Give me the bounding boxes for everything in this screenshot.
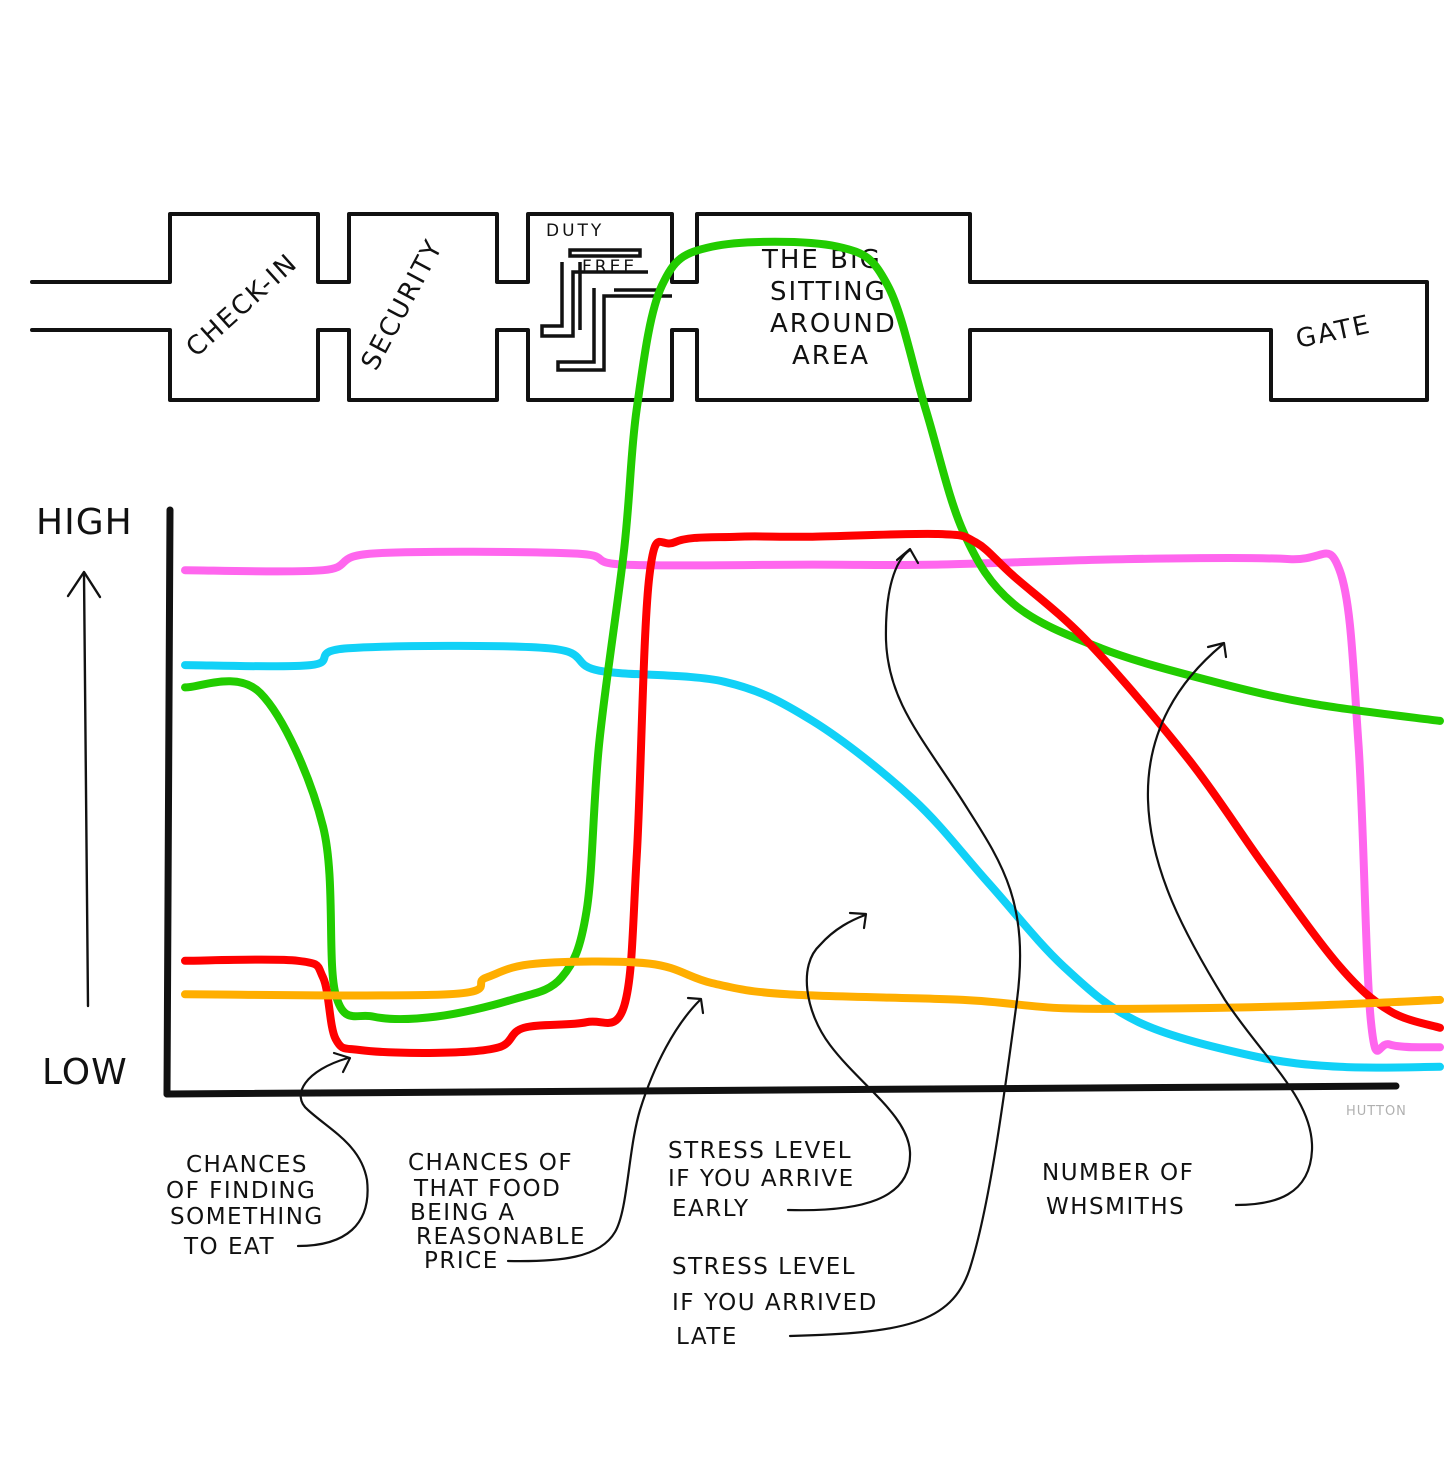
label-food-price-5: PRICE — [424, 1248, 499, 1274]
series-line-stress-level-if-you-arrive-early — [181, 237, 1444, 1024]
label-finding-food-3: SOMETHING — [170, 1204, 324, 1230]
label-stress-early-2: IF YOU ARRIVE — [668, 1166, 855, 1192]
annotation-labels: CHANCES OF FINDING SOMETHING TO EAT CHAN… — [166, 1104, 1407, 1350]
label-finding-food-2: OF FINDING — [166, 1178, 316, 1204]
gate-label: GATE — [1293, 310, 1374, 355]
label-food-price-1: CHANCES OF — [408, 1150, 573, 1176]
axes: HIGH LOW — [36, 502, 1400, 1098]
label-whsmiths-1: NUMBER OF — [1042, 1160, 1194, 1186]
series-line-number-of-whsmiths — [181, 547, 1444, 1055]
label-stress-late-3: LATE — [676, 1324, 738, 1350]
bigarea-label-line-3: AROUND — [770, 309, 897, 339]
y-axis-high-label: HIGH — [36, 502, 133, 543]
label-stress-early-1: STRESS LEVEL — [668, 1138, 852, 1164]
label-stress-early-3: EARLY — [672, 1196, 750, 1222]
label-finding-food-4: TO EAT — [183, 1234, 275, 1260]
label-food-price-4: REASONABLE — [416, 1224, 586, 1250]
signature: HUTTON — [1346, 1104, 1407, 1119]
arrowhead-stress-early — [848, 911, 868, 930]
arrowhead-stress-late — [895, 547, 920, 565]
label-stress-late-1: STRESS LEVEL — [672, 1254, 856, 1280]
y-axis-low-label: LOW — [42, 1052, 128, 1093]
y-direction-arrow-shaft — [82, 572, 90, 1008]
bigarea-label-line-4: AREA — [792, 341, 870, 371]
label-food-price-2: THAT FOOD — [413, 1176, 561, 1202]
arrowhead-food-price — [686, 996, 705, 1015]
security-label: SECURITY — [356, 234, 450, 375]
arrow-whsmiths — [1146, 643, 1314, 1207]
dutyfree-label-top: DUTY — [546, 221, 604, 241]
dutyfree-stair-walk-2 — [578, 262, 660, 330]
series-line-chances-of-that-food-being-a-reasonable-price — [181, 957, 1444, 1013]
label-food-price-3: BEING A — [410, 1200, 516, 1226]
arrow-stress-late — [788, 548, 1022, 1338]
y-direction-arrow-head — [66, 570, 102, 599]
series-layer — [181, 237, 1444, 1072]
series-line-chances-of-finding-something-to-eat — [181, 641, 1444, 1072]
arrowhead-whsmiths — [1206, 641, 1228, 659]
dutyfree-label-bottom: FREE — [582, 257, 637, 277]
arrow-food-price — [506, 998, 702, 1263]
arrow-stress-early — [786, 913, 912, 1212]
arrowhead-finding-food — [332, 1051, 352, 1074]
arrow-finding-food — [296, 1056, 369, 1248]
label-whsmiths-2: WHSMITHS — [1046, 1194, 1185, 1220]
dutyfree-stair-outer — [568, 248, 642, 258]
label-stress-late-2: IF YOU ARRIVED — [672, 1290, 878, 1316]
series-line-stress-level-if-you-arrived-late — [181, 529, 1444, 1058]
corridor-top-wall — [30, 212, 1429, 402]
x-axis — [163, 1082, 1400, 1098]
dutyfree-stair-walk — [540, 262, 672, 372]
annotation-arrows — [296, 547, 1314, 1338]
y-axis — [163, 506, 174, 1098]
checkin-label: CHECK-IN — [181, 248, 304, 363]
bigarea-label-line-2: SITTING — [770, 277, 887, 307]
label-finding-food-1: CHANCES — [186, 1152, 308, 1178]
